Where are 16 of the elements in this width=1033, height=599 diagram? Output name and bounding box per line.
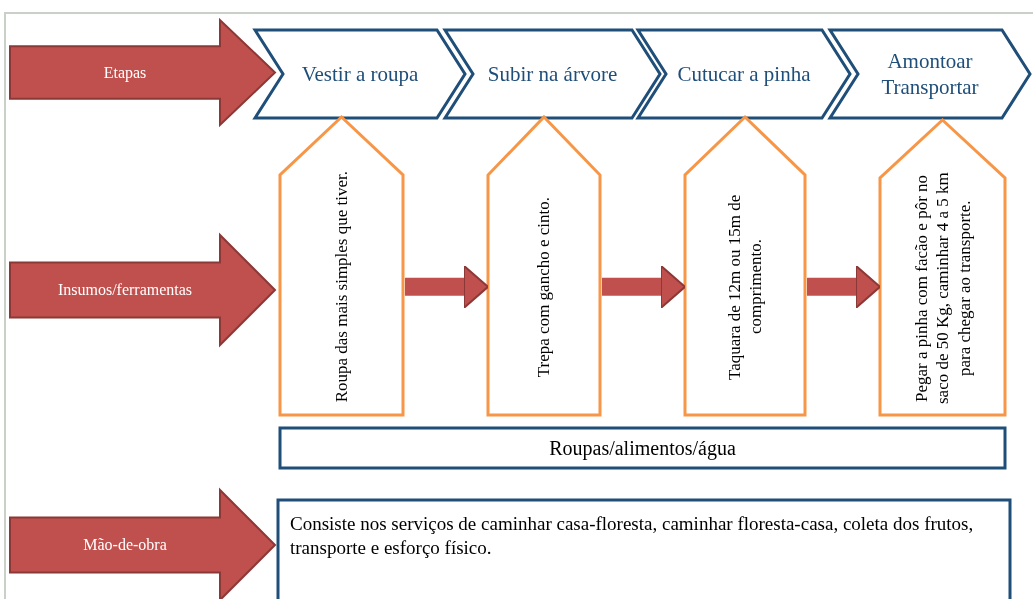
node-label: Vestir a roupa [301, 60, 419, 88]
node-label: Cutucar a pinha [677, 60, 811, 88]
description-text: Consiste nos serviços de caminhar casa-floresta, caminhar floresta-casa, coleta dos frutos, transporte e esforço físico. [290, 512, 975, 560]
node-label: Taquara de 12m ou 15m de comprimento. [723, 193, 766, 382]
arrow [807, 264, 881, 309]
node-label: Roupas/alimentos/água [549, 435, 736, 461]
row-label: Insumos/ferramentas [57, 280, 193, 300]
node-label: Trepa com gancho e cinto. [533, 196, 555, 378]
node-label: Pegar a pinha com facão e pôr no saco de 50 Kg, caminhar 4 a 5 km para chegar ao transporte. [910, 171, 975, 407]
row-label: Etapas [103, 62, 147, 83]
node-label: Roupa das mais simples que tiver. [330, 171, 352, 403]
node-label: Subir na árvore [487, 60, 618, 88]
row-label: Mão-de-obra [83, 535, 167, 555]
arrow [405, 264, 489, 309]
node-label: Amontoar Transportar [880, 47, 980, 101]
arrow [602, 264, 686, 309]
